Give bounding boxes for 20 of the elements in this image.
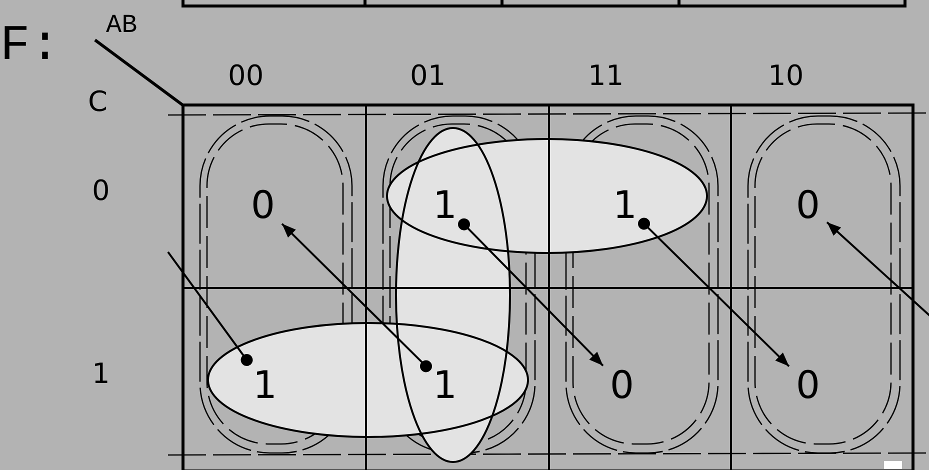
cell-value: 1 (428, 182, 462, 228)
variable-label: AB (106, 12, 138, 38)
header-label: 1 (92, 360, 110, 388)
cell-value: 0 (605, 362, 639, 408)
arrow (281, 223, 432, 372)
arrow (638, 218, 790, 368)
cell-value: 0 (791, 362, 825, 408)
header-label: 01 (410, 62, 446, 90)
header-label: 0 (92, 177, 110, 205)
arrow (458, 218, 604, 366)
header-label: 11 (588, 62, 624, 90)
function-name: F: (0, 22, 60, 72)
header-label: 00 (228, 62, 264, 90)
cell-value: 0 (791, 182, 825, 228)
cell-value: 1 (248, 362, 282, 408)
cell-value: 1 (428, 362, 462, 408)
variable-label: C (88, 88, 108, 116)
cell-value: 1 (608, 182, 642, 228)
header-label: 10 (768, 62, 804, 90)
cell-value: 0 (246, 182, 280, 228)
